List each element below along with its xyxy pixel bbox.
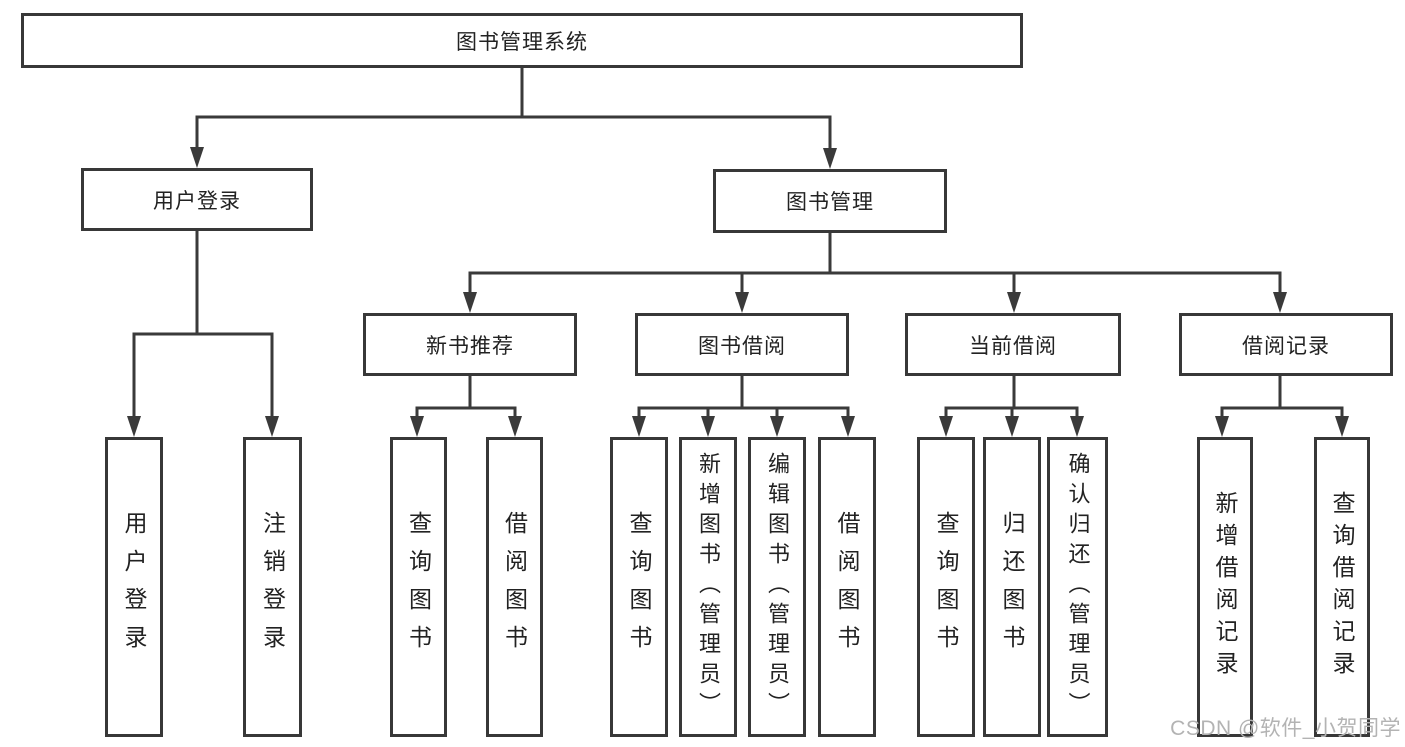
leaf-add-book-admin: 新增图书（管理员）	[679, 437, 737, 737]
leaf-label: 归还图书	[999, 511, 1025, 663]
node-new-book-recommend: 新书推荐	[363, 313, 577, 376]
leaf-query-book-2: 查询图书	[610, 437, 668, 737]
leaf-logout: 注销登录	[243, 437, 302, 737]
arrowhead-icon	[939, 416, 953, 437]
arrowhead-icon	[508, 416, 522, 437]
leaf-label: 编辑图书（管理员）	[765, 452, 790, 722]
leaf-add-borrow-record: 新增借阅记录	[1197, 437, 1253, 737]
arrowhead-icon	[632, 416, 646, 437]
node-label: 新书推荐	[426, 334, 514, 358]
arrowhead-icon	[841, 416, 855, 437]
arrowhead-icon	[701, 416, 715, 437]
leaf-label: 查询借阅记录	[1329, 491, 1355, 683]
leaf-query-book-3: 查询图书	[917, 437, 975, 737]
leaf-borrow-book-2: 借阅图书	[818, 437, 876, 737]
arrowhead-icon	[823, 148, 837, 169]
leaf-edit-book-admin: 编辑图书（管理员）	[748, 437, 806, 737]
node-borrow-records: 借阅记录	[1179, 313, 1393, 376]
connector-book-management-to-level3	[463, 233, 1287, 313]
node-label: 用户登录	[153, 189, 241, 213]
node-book-borrow: 图书借阅	[635, 313, 849, 376]
leaf-query-borrow-record: 查询借阅记录	[1314, 437, 1370, 737]
node-label: 图书借阅	[698, 334, 786, 358]
arrowhead-icon	[190, 147, 204, 168]
leaf-return-book: 归还图书	[983, 437, 1041, 737]
leaf-label: 借阅图书	[501, 511, 528, 663]
arrowhead-icon	[1070, 416, 1084, 437]
connector-root-to-level2	[190, 68, 837, 169]
arrowhead-icon	[1007, 292, 1021, 313]
leaf-query-book-1: 查询图书	[390, 437, 447, 737]
leaf-label: 查询图书	[626, 511, 652, 663]
leaf-label: 查询图书	[405, 511, 432, 663]
node-book-management: 图书管理	[713, 169, 947, 233]
leaf-label: 用户登录	[121, 511, 147, 663]
connector-book-borrow-to-leaves	[632, 376, 855, 437]
leaf-label: 确认归还（管理员）	[1065, 452, 1091, 722]
arrowhead-icon	[1215, 416, 1229, 437]
leaf-label: 注销登录	[259, 511, 286, 663]
leaf-user-login: 用户登录	[105, 437, 163, 737]
leaf-label: 借阅图书	[834, 511, 860, 663]
leaf-borrow-book-1: 借阅图书	[486, 437, 543, 737]
arrowhead-icon	[410, 416, 424, 437]
node-user-login: 用户登录	[81, 168, 313, 231]
connector-new-book-to-leaves	[410, 376, 522, 437]
connector-borrow-records-to-leaves	[1215, 376, 1349, 437]
node-label: 图书管理系统	[456, 30, 588, 54]
node-label: 当前借阅	[969, 334, 1057, 358]
arrowhead-icon	[1273, 292, 1287, 313]
watermark: CSDN @软件_小贺同学	[1170, 717, 1401, 740]
leaf-label: 新增图书（管理员）	[696, 452, 721, 722]
node-current-borrow: 当前借阅	[905, 313, 1121, 376]
arrowhead-icon	[265, 416, 279, 437]
node-library-system: 图书管理系统	[21, 13, 1023, 68]
leaf-confirm-return-admin: 确认归还（管理员）	[1047, 437, 1108, 737]
connector-current-borrow-to-leaves	[939, 376, 1084, 437]
arrowhead-icon	[463, 292, 477, 313]
connector-user-login-to-leaves	[127, 231, 279, 437]
arrowhead-icon	[127, 416, 141, 437]
arrowhead-icon	[735, 292, 749, 313]
leaf-label: 新增借阅记录	[1212, 491, 1238, 683]
arrowhead-icon	[1005, 416, 1019, 437]
arrowhead-icon	[1335, 416, 1349, 437]
arrowhead-icon	[770, 416, 784, 437]
node-label: 图书管理	[786, 191, 874, 214]
leaf-label: 查询图书	[933, 511, 959, 663]
node-label: 借阅记录	[1242, 334, 1330, 358]
